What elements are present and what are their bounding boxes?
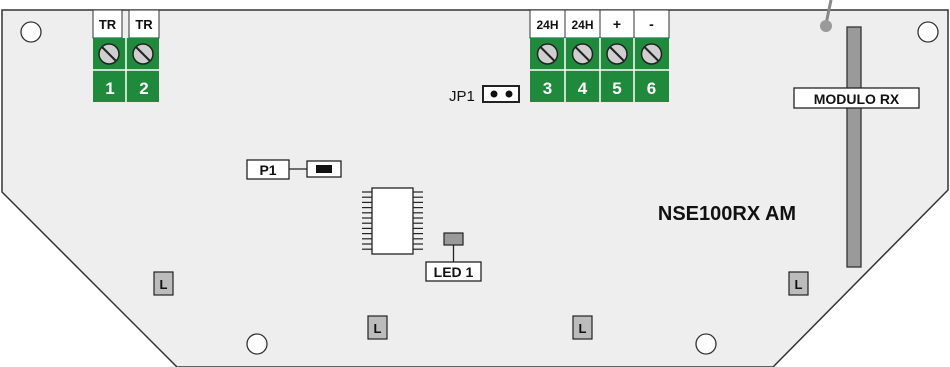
terminal-number: 2	[139, 79, 148, 98]
terminal-header-cell	[599, 9, 635, 39]
pcb-board	[1, 9, 949, 367]
terminal-top-label: TR	[99, 17, 117, 32]
antenna-wire	[824, 0, 833, 25]
rx-module: MODULO RX	[793, 26, 920, 268]
terminal-header-cell	[633, 9, 670, 39]
inductor-label: L	[374, 321, 382, 336]
inductor-l: L	[367, 315, 388, 340]
inductor-label: L	[579, 321, 587, 336]
terminal-top-label: +	[613, 16, 621, 32]
inductor-l: L	[572, 315, 593, 340]
terminal-number: 6	[647, 79, 656, 98]
mounting-hole-bottom-right	[695, 333, 717, 355]
terminal-block-left: TR TR 1 2	[92, 9, 160, 102]
board-model-name: NSE100RX AM	[658, 203, 796, 225]
button-actuator	[316, 165, 332, 173]
ic-chip	[362, 187, 423, 255]
terminal-screw-icon	[536, 43, 559, 65]
mounting-hole-top-left	[20, 21, 42, 43]
terminal-screw-icon	[640, 43, 663, 65]
terminal-block-right: 24H 24H + - 3 4 5 6	[529, 9, 670, 102]
push-button-p1: P1	[246, 159, 342, 180]
led-label: LED 1	[434, 264, 474, 280]
terminal-number: 5	[612, 79, 621, 98]
rx-module-bar	[846, 26, 862, 268]
rx-module-label-box	[793, 87, 920, 109]
terminal-screw-icon	[132, 43, 154, 65]
terminal-screw-icon	[98, 43, 120, 65]
terminal-header-cell	[128, 9, 160, 39]
inductor-label: L	[160, 277, 168, 292]
terminal-number: 3	[543, 79, 552, 98]
terminal-top-label: TR	[135, 17, 153, 32]
antenna-connection-point	[820, 20, 832, 32]
led-body	[443, 232, 464, 246]
terminal-number: 1	[105, 79, 114, 98]
terminal-screw-icon	[571, 43, 594, 65]
rx-module-label: MODULO RX	[814, 91, 900, 107]
led-1: LED 1	[425, 232, 482, 282]
inductor-l: L	[153, 271, 174, 296]
terminal-header-cell	[92, 9, 123, 39]
terminal-top-label: 24H	[536, 18, 558, 32]
terminal-screw-icon	[606, 43, 628, 65]
inductor-label: L	[795, 277, 803, 292]
jumper-body	[482, 85, 520, 103]
inductor-l: L	[788, 271, 809, 296]
jumper-label: JP1	[449, 88, 475, 105]
terminal-top-label: 24H	[571, 18, 593, 32]
terminal-header-cell	[564, 9, 601, 39]
jumper-jp1: JP1	[449, 85, 520, 105]
terminal-number: 4	[578, 79, 588, 98]
led-label-box	[425, 261, 482, 282]
terminal-top-label: -	[649, 16, 654, 32]
jumper-pin	[505, 90, 513, 98]
mounting-hole-bottom-left	[246, 333, 268, 355]
jumper-pin	[490, 90, 498, 98]
button-label: P1	[259, 162, 276, 178]
mounting-hole-top-right	[917, 21, 939, 43]
ic-chip-body	[371, 187, 414, 255]
